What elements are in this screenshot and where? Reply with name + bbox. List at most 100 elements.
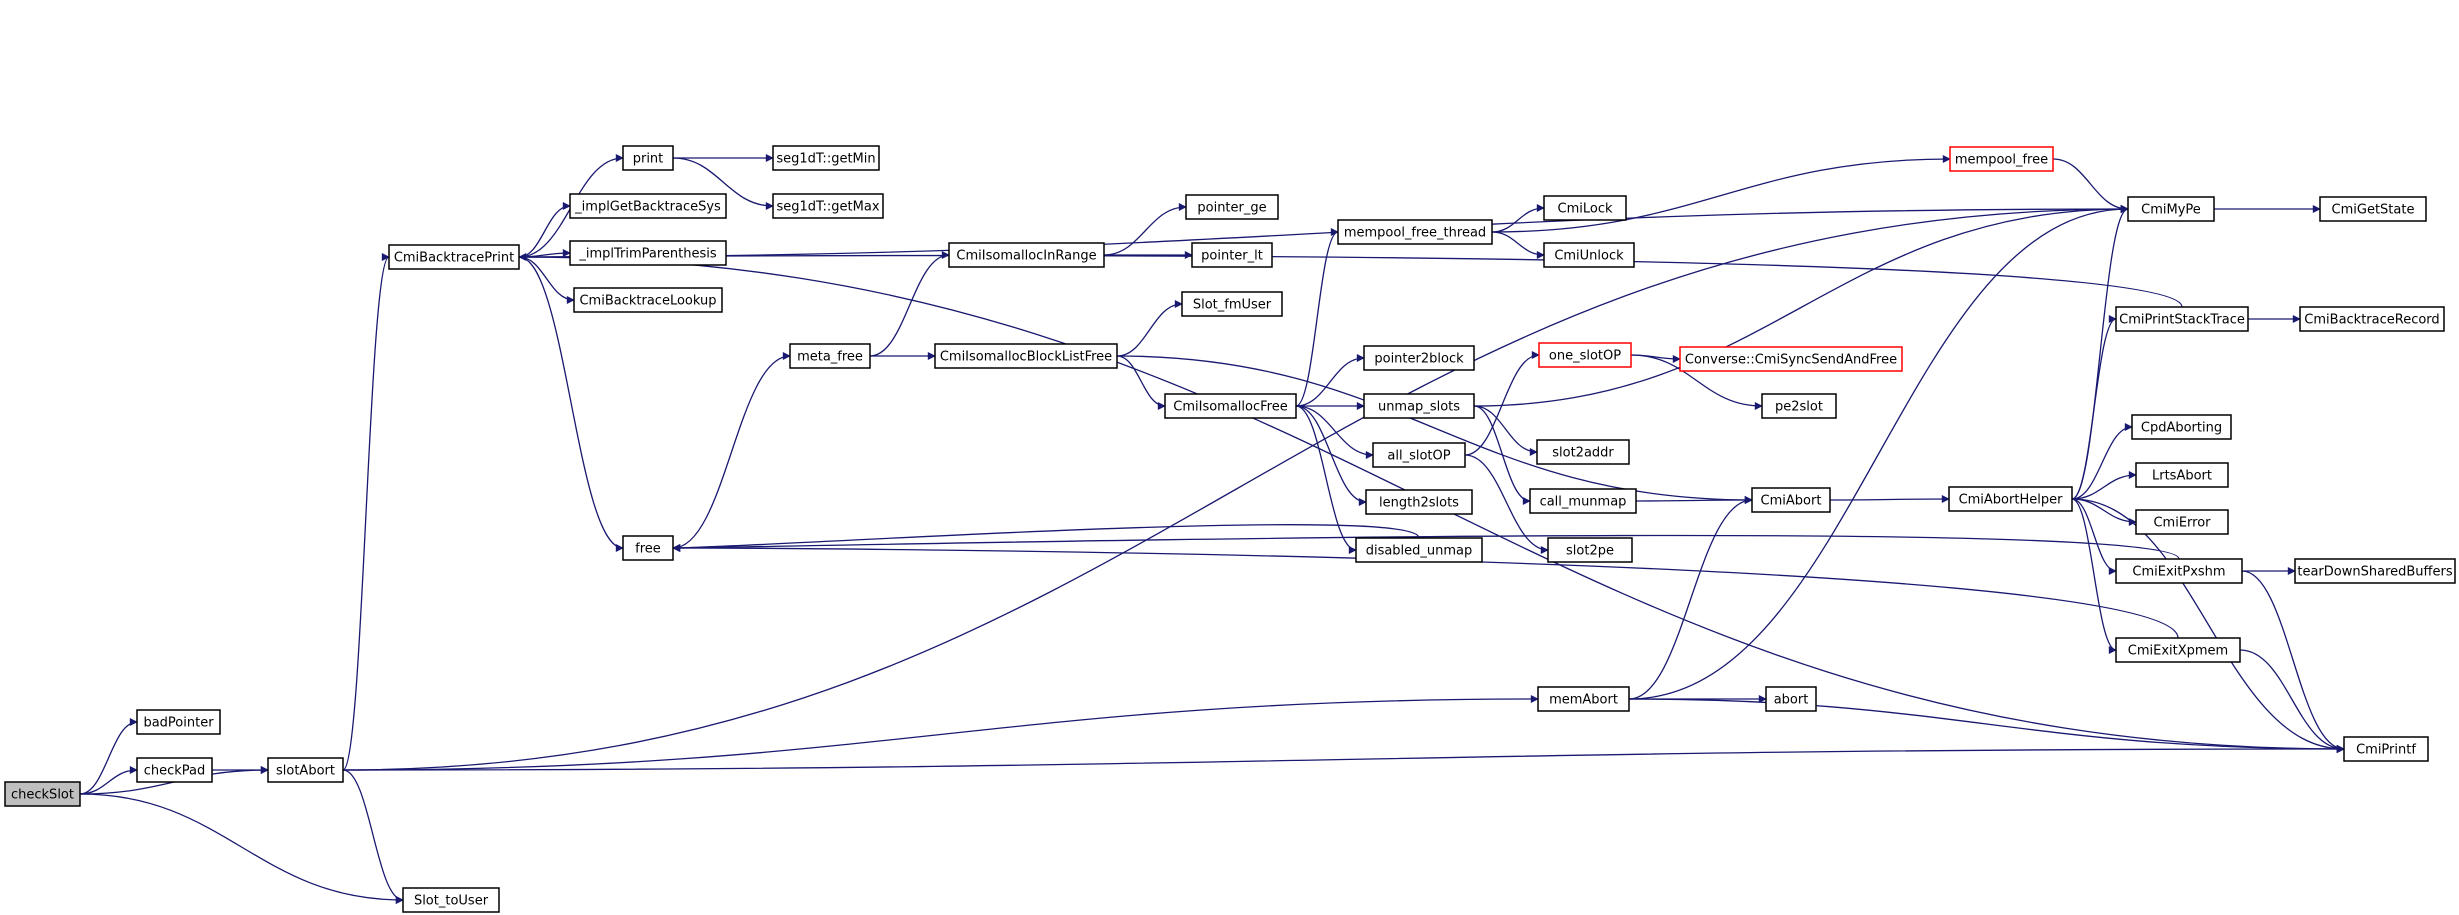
node-print[interactable]: print [622, 145, 674, 171]
node-cmi-exit-pxshm[interactable]: CmiExitPxshm [2115, 558, 2243, 584]
node-box [1185, 194, 1279, 220]
node-check-slot[interactable]: checkSlot [4, 781, 81, 807]
node-one-slot-op[interactable]: one_slotOP [1538, 342, 1632, 368]
node-disabled-unmap[interactable]: disabled_unmap [1355, 537, 1483, 563]
edge-all-slot-op-to-one-slot-op [1464, 351, 1540, 456]
edge [342, 745, 2345, 771]
node-label: badPointer [143, 716, 214, 731]
edge-cmi-isomalloc-free-to-all-slot-op [1295, 405, 1374, 459]
node-get-max[interactable]: seg1dT::getMax [772, 193, 884, 219]
node-box [1765, 686, 1817, 712]
node-pointer-ge[interactable]: pointer_ge [1185, 194, 1279, 220]
edge-cmi-backtrace-print-to-cmi-my-pe [518, 205, 2129, 258]
edge [1464, 454, 1549, 554]
edge-cmi-abort-helper-to-cmi-exit-pxshm [2071, 498, 2117, 575]
node-length2slots[interactable]: length2slots [1365, 489, 1473, 515]
node-slot-to-user[interactable]: Slot_toUser [402, 887, 500, 913]
node-label: seg1dT::getMax [776, 200, 879, 215]
node-cmi-isomalloc-block-list-free[interactable]: CmiIsomallocBlockListFree [934, 343, 1118, 369]
node-abort[interactable]: abort [1765, 686, 1817, 712]
node-box [1363, 393, 1475, 419]
node-mem-abort[interactable]: memAbort [1537, 686, 1630, 712]
node-tear-down-shared-buffers[interactable]: tearDownSharedBuffers [2294, 558, 2456, 584]
node-cmi-my-pe[interactable]: CmiMyPe [2127, 196, 2215, 222]
node-cmi-abort[interactable]: CmiAbort [1751, 487, 1831, 513]
node-impl-get-backtrace-sys[interactable]: _implGetBacktraceSys [569, 193, 727, 219]
node-mempool-free-thread[interactable]: mempool_free_thread [1337, 219, 1493, 245]
node-cmi-abort-helper[interactable]: CmiAbortHelper [1948, 486, 2073, 512]
node-box [1538, 342, 1632, 368]
node-slot2addr[interactable]: slot2addr [1536, 439, 1630, 465]
node-box [622, 145, 674, 171]
node-unmap-slots[interactable]: unmap_slots [1363, 393, 1475, 419]
node-label: memAbort [1549, 693, 1618, 708]
edge-cmi-print-stack-trace-to-cmi-backtrace-print [518, 252, 2183, 308]
node-pointer2block[interactable]: pointer2block [1363, 345, 1475, 371]
node-label: CmiError [2153, 516, 2211, 531]
edge-slot-abort-to-cmi-printf [342, 745, 2345, 771]
edge-cmi-abort-helper-to-cmi-printf [2071, 498, 2345, 753]
node-check-pad[interactable]: checkPad [136, 757, 213, 783]
node-free[interactable]: free [622, 535, 674, 561]
node-label: CmiExitXpmem [2128, 644, 2228, 659]
node-cmi-error[interactable]: CmiError [2135, 509, 2229, 535]
node-cmi-backtrace-record[interactable]: CmiBacktraceRecord [2299, 306, 2445, 332]
node-mempool-free[interactable]: mempool_free [1949, 146, 2054, 172]
node-box [388, 244, 520, 270]
node-bad-pointer[interactable]: badPointer [136, 709, 221, 735]
edge-cmi-backtrace-print-to-cmi-backtrace-lookup [518, 256, 575, 304]
node-cmi-backtrace-print[interactable]: CmiBacktracePrint [388, 244, 520, 270]
node-cmi-unlock[interactable]: CmiUnlock [1543, 242, 1635, 268]
edge [1473, 405, 1538, 456]
node-box [402, 887, 500, 913]
node-label: mempool_free [1955, 153, 2048, 168]
node-cmi-exit-xpmem[interactable]: CmiExitXpmem [2115, 637, 2241, 663]
node-lrts-abort[interactable]: LrtsAbort [2135, 462, 2229, 488]
node-slot-fm-user[interactable]: Slot_fmUser [1181, 291, 1283, 317]
node-call-munmap[interactable]: call_munmap [1529, 488, 1637, 514]
node-cmi-print-stack-trace[interactable]: CmiPrintStackTrace [2115, 306, 2249, 332]
node-meta-free[interactable]: meta_free [789, 343, 871, 369]
node-pointer-lt[interactable]: pointer_lt [1191, 242, 1273, 268]
node-cmi-printf[interactable]: CmiPrintf [2343, 736, 2429, 762]
node-label: Slot_toUser [414, 894, 489, 909]
edge-check-slot-to-bad-pointer [79, 718, 138, 795]
edge-cmi-isomalloc-block-list-free-to-slot-fm-user [1116, 300, 1183, 357]
edge [342, 695, 1539, 771]
node-cmi-backtrace-lookup[interactable]: CmiBacktraceLookup [573, 287, 723, 313]
node-label: _implGetBacktraceSys [574, 200, 721, 215]
node-box [573, 287, 723, 313]
node-box [2115, 306, 2249, 332]
edge-cmi-isomalloc-free-to-mempool-free-thread [1295, 228, 1339, 407]
edge-cmi-isomalloc-in-range-to-pointer-ge [1103, 203, 1187, 256]
node-label: CmiIsomallocBlockListFree [940, 350, 1112, 365]
edge [2071, 471, 2137, 500]
node-get-min[interactable]: seg1dT::getMin [772, 145, 880, 171]
edge-call-munmap-to-cmi-abort [1635, 496, 1753, 505]
edge-mem-abort-to-cmi-my-pe [1628, 205, 2129, 700]
node-box [1948, 486, 2073, 512]
node-slot-abort[interactable]: slotAbort [267, 757, 344, 783]
edge-cmi-backtrace-print-to-impl-get-backtrace-sys [518, 202, 571, 258]
edge [2052, 158, 2129, 213]
node-cmi-isomalloc-free[interactable]: CmiIsomallocFree [1164, 393, 1297, 419]
node-pe2slot[interactable]: pe2slot [1761, 393, 1837, 419]
edge [1116, 355, 1166, 410]
node-slot2pe[interactable]: slot2pe [1547, 537, 1633, 563]
edge-slot-abort-to-mem-abort [342, 695, 1539, 771]
node-cmi-sync-send-and-free[interactable]: Converse::CmiSyncSendAndFree [1679, 346, 1903, 372]
edge [518, 202, 571, 258]
node-all-slot-op[interactable]: all_slotOP [1372, 442, 1466, 468]
node-impl-trim-parenthesis[interactable]: _implTrimParenthesis [569, 240, 727, 266]
node-cpd-aborting[interactable]: CpdAborting [2131, 414, 2232, 440]
edge-one-slot-op-to-pe2slot [1630, 354, 1763, 410]
node-box [948, 242, 1105, 268]
node-box [1543, 195, 1627, 221]
node-cmi-isomalloc-in-range[interactable]: CmiIsomallocInRange [948, 242, 1105, 268]
node-cmi-lock[interactable]: CmiLock [1543, 195, 1627, 221]
node-cmi-get-state[interactable]: CmiGetState [2319, 196, 2427, 222]
node-box [1536, 439, 1630, 465]
edge-unmap-slots-to-call-munmap [1473, 405, 1531, 505]
